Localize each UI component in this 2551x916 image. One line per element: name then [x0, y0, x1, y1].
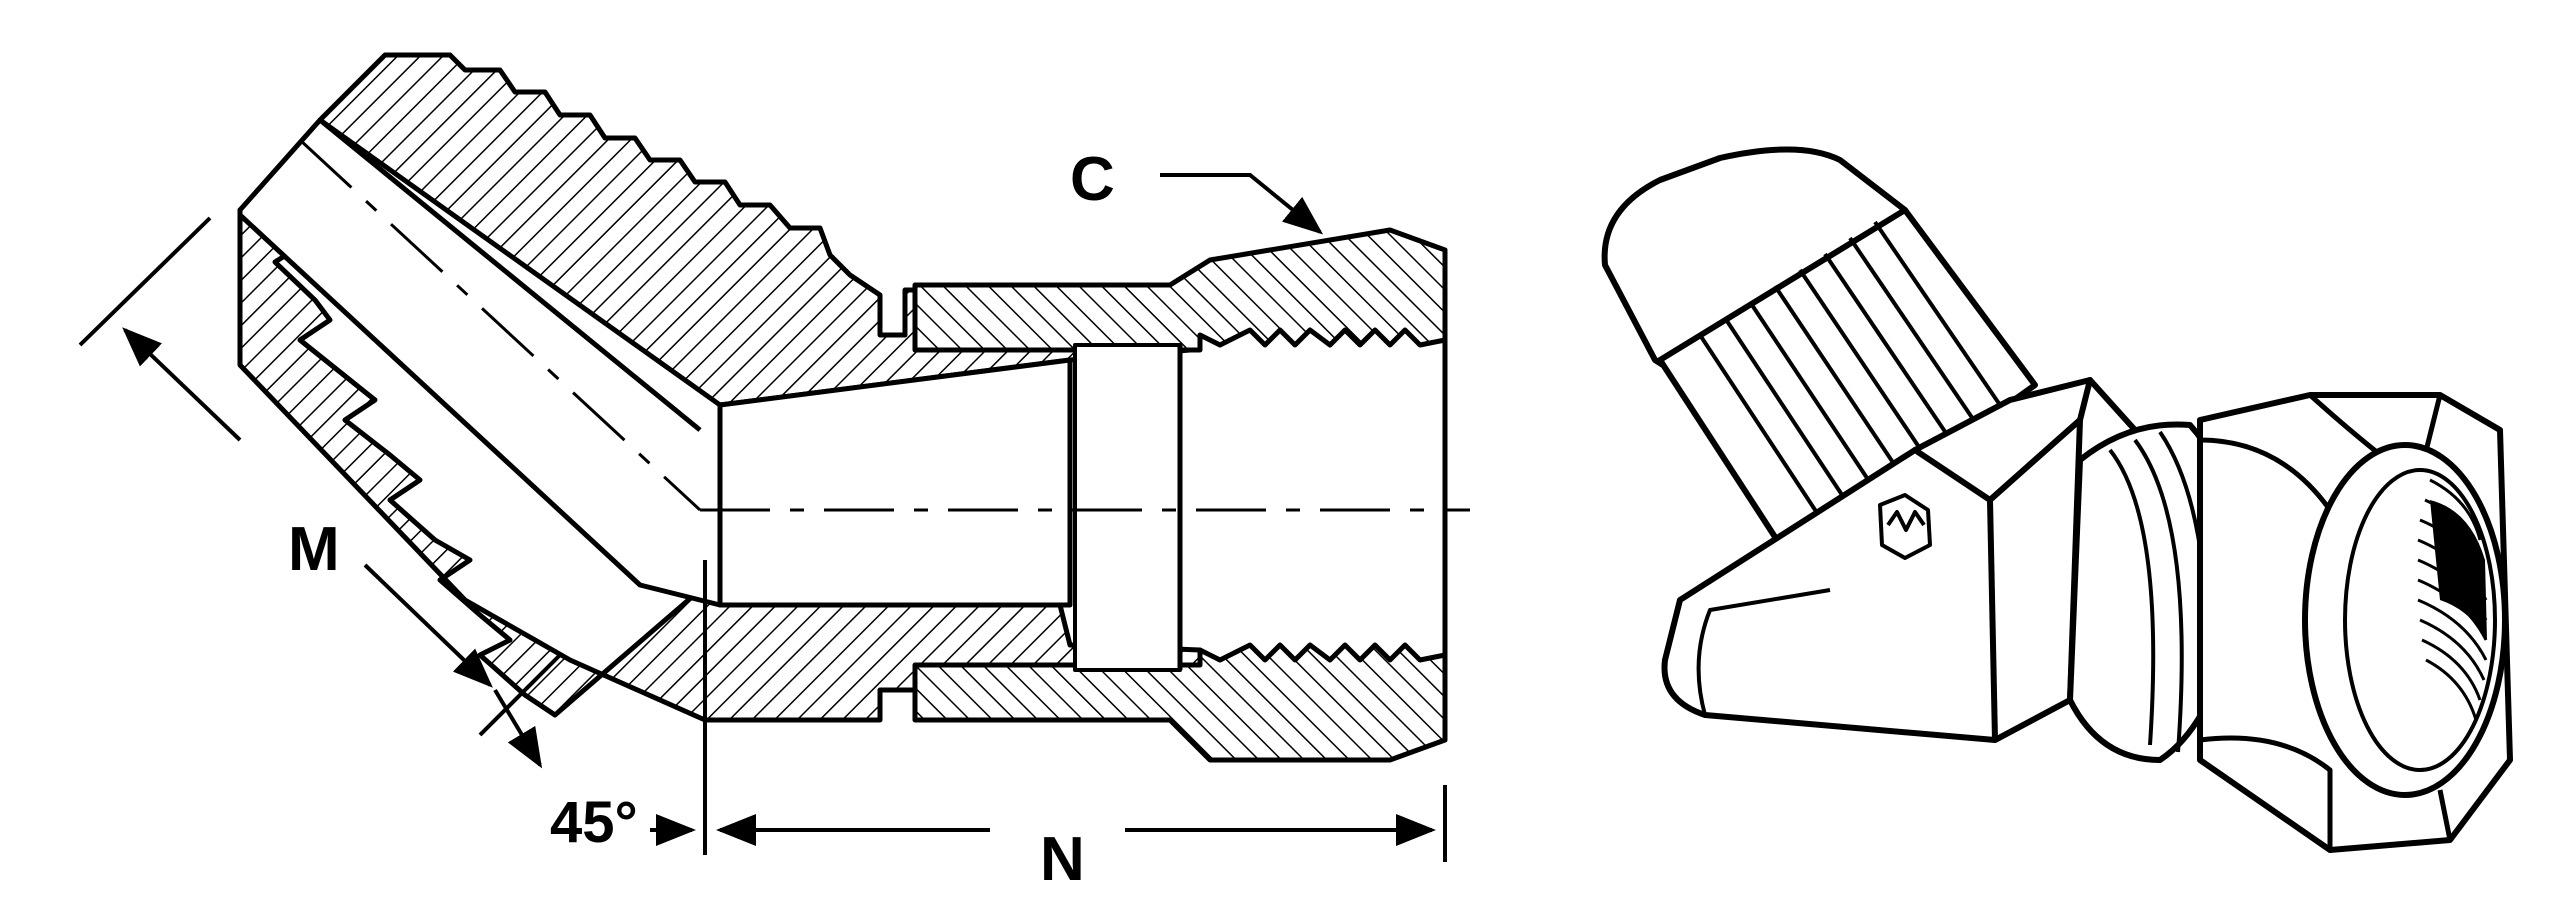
nut-facet-lower — [2199, 735, 2453, 850]
angled-bore-edge — [318, 118, 723, 605]
shank-threads — [1698, 220, 2002, 527]
m-dim-tail — [493, 688, 543, 769]
brand-logo — [1878, 493, 1932, 560]
hex-flat-top — [1912, 377, 2093, 503]
m-extension-upper — [78, 216, 212, 347]
label-c: C — [1070, 145, 1115, 214]
hex-lower-face — [1696, 588, 1831, 716]
cross-section-view — [237, 52, 1470, 763]
threaded-shank — [1657, 207, 2038, 563]
c-leader — [1160, 173, 1324, 235]
label-angle: 45° — [550, 790, 638, 855]
m-dim-upper — [122, 327, 242, 442]
swivel-nut-lower — [912, 642, 1448, 763]
nut-bore — [1073, 343, 1182, 672]
dimension-labels: C M N 45° — [288, 145, 1115, 894]
dimension-lines — [78, 173, 1447, 862]
m-dim-lower — [363, 563, 493, 688]
angled-centerline — [298, 138, 702, 512]
perspective-view — [1601, 146, 2513, 853]
m-extension-lower — [478, 653, 562, 737]
label-m: M — [288, 515, 340, 584]
swivel-nut-upper — [912, 227, 1448, 353]
label-n: N — [1040, 825, 1085, 894]
opening-shadow — [2430, 500, 2487, 640]
